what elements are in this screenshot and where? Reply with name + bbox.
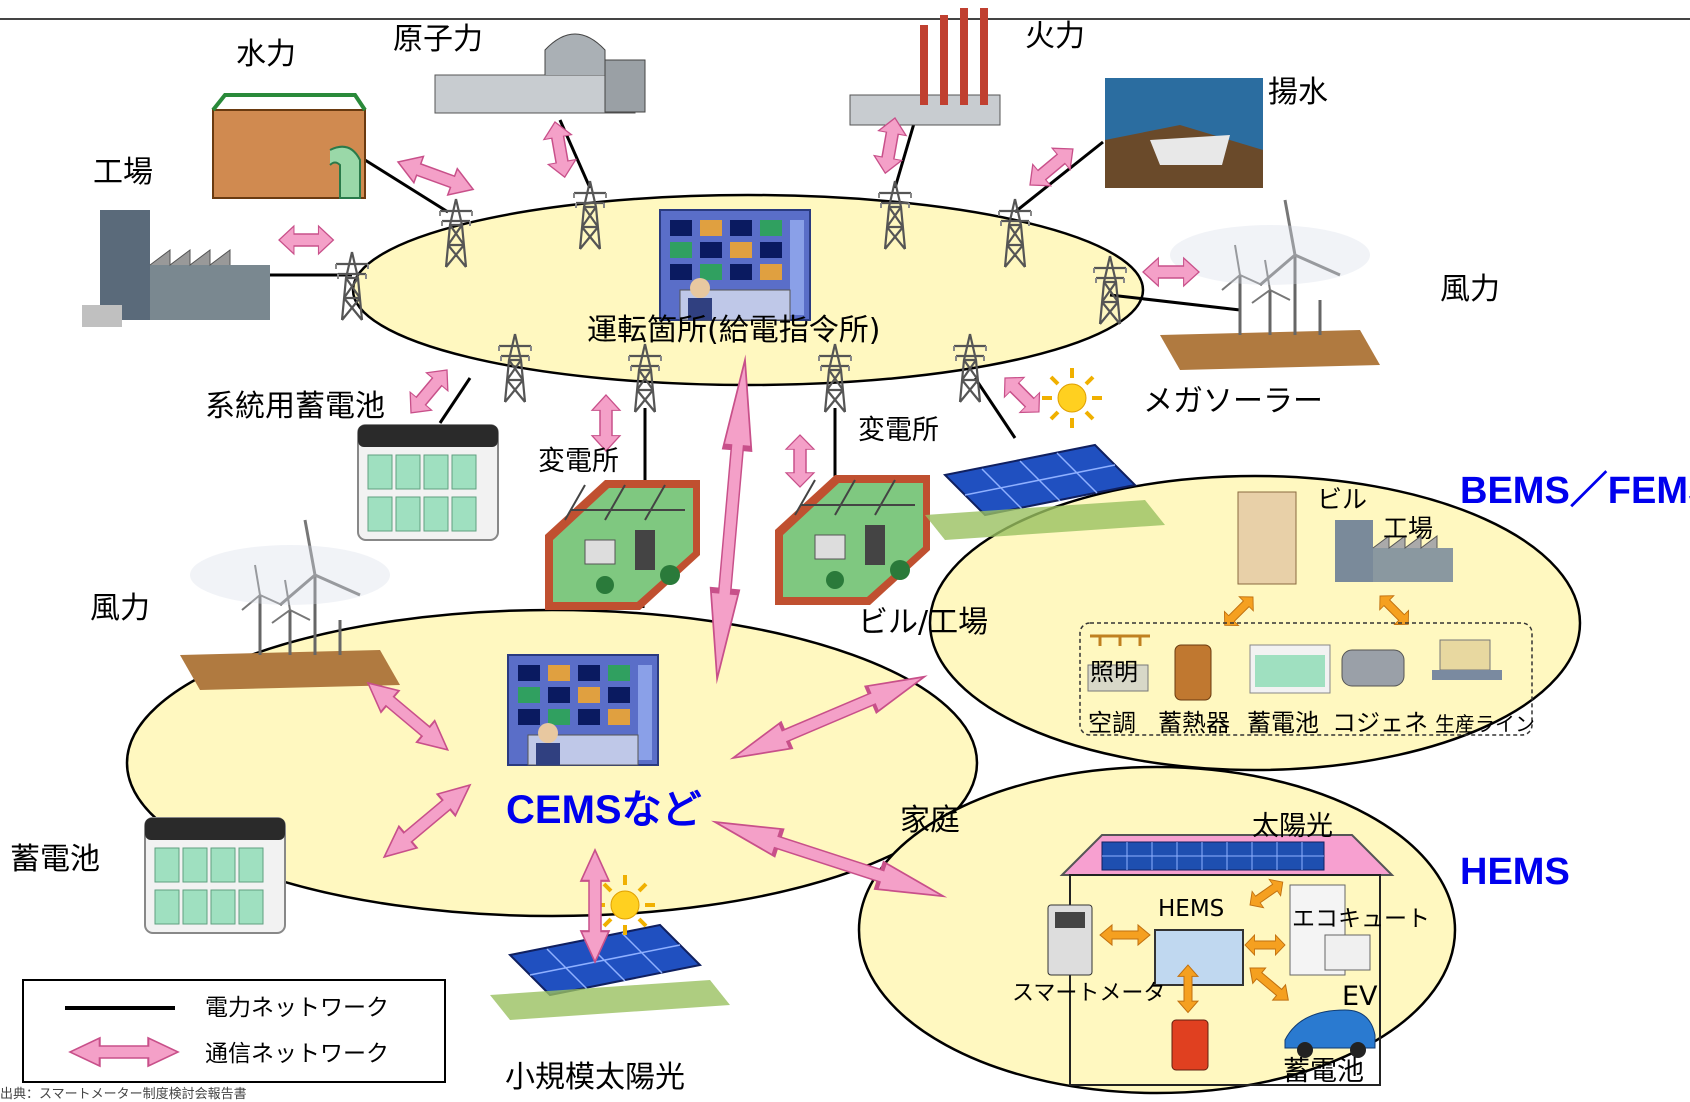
bems-device-cogen: コジェネ [1332, 709, 1428, 737]
hems-label-battery: 蓄電池 [1283, 1056, 1364, 1087]
label-control-center: 運転箇所(給電指令所) [587, 313, 881, 348]
bems-label-lighting: 照明 [1090, 658, 1138, 686]
label-small-solar: 小規模太陽光 [505, 1060, 685, 1095]
control-room-top-image [659, 209, 811, 321]
hems-label-center: HEMS [1158, 896, 1225, 922]
legend-power-label: 電力ネットワーク [205, 995, 389, 1021]
grid-battery-image [357, 424, 499, 541]
hems-label-eco-cute: エコキュート [1292, 906, 1430, 932]
wind-farm-regional-image [178, 518, 402, 692]
label-cems: CEMSなど [506, 788, 702, 832]
label-mega-solar: メガソーラー [1143, 384, 1323, 419]
bems-device-group [1079, 622, 1533, 736]
bems-label-factory: 工場 [1383, 514, 1434, 543]
label-building-factory: ビル/工場 [858, 605, 989, 640]
bems-device-battery: 蓄電池 [1247, 709, 1319, 737]
label-factory: 工場 [93, 155, 153, 190]
label-thermal: 火力 [1025, 19, 1085, 54]
label-wind-top: 風力 [1440, 272, 1500, 307]
label-substation-left: 変電所 [538, 446, 619, 477]
hems-label-ev: EV [1342, 981, 1378, 1012]
factory-image [82, 210, 270, 327]
nuclear-plant-image [434, 33, 646, 114]
hems-house [1059, 834, 1395, 1086]
bems-label-building: ビル [1317, 485, 1368, 514]
small-solar-panel-image [489, 924, 731, 1021]
regional-battery-image [144, 817, 286, 934]
hydro-plant-image [211, 93, 367, 199]
label-pumped: 揚水 [1268, 75, 1328, 110]
label-home: 家庭 [900, 803, 960, 838]
bems-building-image [1237, 491, 1453, 585]
bems-device-heat-storage: 蓄熱器 [1158, 709, 1230, 737]
hems-title: HEMS [1460, 851, 1570, 893]
legend-comm-label: 通信ネットワーク [205, 1041, 389, 1067]
bems-device-images [1087, 634, 1502, 701]
legend [22, 979, 446, 1083]
bems-title: BEMS／FEMS [1460, 470, 1690, 512]
wind-farm-top-image [1158, 198, 1382, 372]
source-note: 出典：スマートメーター制度検討会報告書 [0, 1087, 247, 1102]
label-grid-battery: 系統用蓄電池 [205, 389, 385, 424]
small-solar-sun-icon [593, 873, 657, 937]
substation-left-image [544, 479, 701, 611]
label-wind-regional: 風力 [90, 591, 150, 626]
thermal-plant-image [849, 8, 1001, 126]
hems-label-solar: 太陽光 [1252, 811, 1333, 842]
bems-device-aircon: 空調 [1088, 709, 1136, 737]
label-substation-right: 変電所 [858, 415, 939, 446]
hems-device-images [1047, 884, 1376, 1071]
control-room-cems-image [507, 654, 659, 766]
hems-label-smart-meter: スマートメータ [1012, 981, 1166, 1006]
pumped-storage-image [1105, 78, 1263, 188]
substation-right-image [774, 474, 931, 606]
bems-device-production-line: 生産ライン [1435, 712, 1535, 736]
label-regional-battery: 蓄電池 [10, 842, 100, 877]
mega-solar-sun-icon [1040, 366, 1104, 430]
label-nuclear: 原子力 [393, 22, 483, 57]
label-hydro: 水力 [236, 37, 296, 72]
